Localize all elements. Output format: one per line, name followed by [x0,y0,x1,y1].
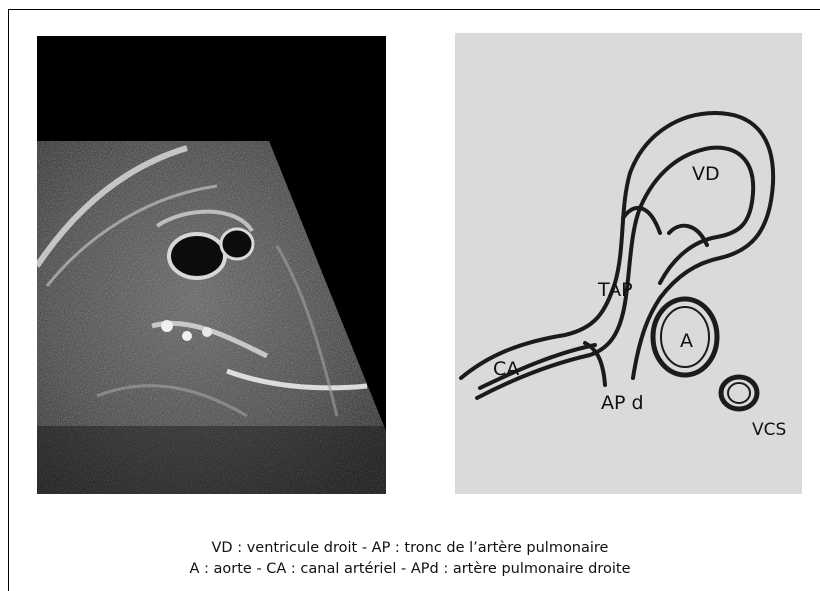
caption-line-1: VD : ventricule droit - AP : tronc de l’… [0,540,820,556]
ultrasound-image [37,36,386,494]
sketch-drawing: VD TAP A CA AP d VCS [455,33,802,494]
label-a: A [680,330,693,352]
label-apd: AP d [601,392,644,414]
label-ca: CA [493,358,519,380]
label-vd: VD [692,163,720,185]
caption-line-2: A : aorte - CA : canal artériel - APd : … [0,561,820,577]
frame-top-border [8,9,820,10]
sketch-svg: VD TAP A CA AP d VCS [455,33,802,494]
frame-left-border [8,9,9,591]
label-tap: TAP [597,279,633,301]
ultrasound-scan [37,36,386,494]
label-vcs: VCS [752,420,786,440]
